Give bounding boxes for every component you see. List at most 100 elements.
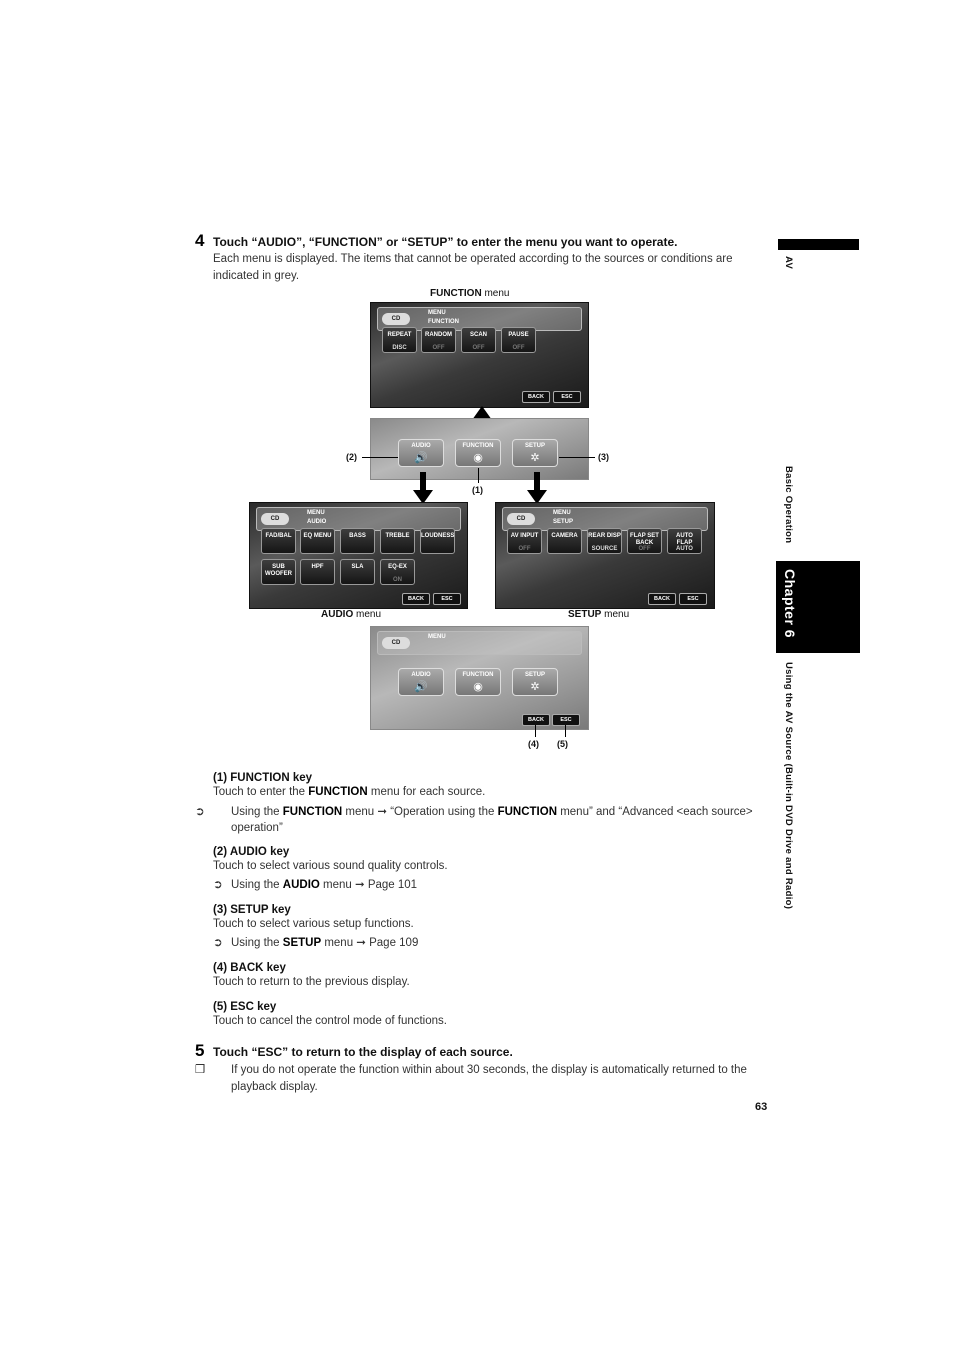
function-menu-screen: CD MENU FUNCTION REPEAT RANDOM SCAN PAUS… — [370, 302, 589, 408]
menu-label: MENU — [307, 510, 325, 516]
key-3-ref: ➲Using the SETUP menu ➞ Page 109 — [213, 935, 769, 952]
random-key[interactable]: RANDOM — [421, 327, 456, 353]
step-5-number: 5 — [195, 1041, 205, 1060]
pause-key[interactable]: PAUSE — [501, 327, 536, 353]
pause-value: OFF — [512, 345, 525, 351]
callout-4: (4) — [528, 739, 539, 749]
leader-line — [478, 468, 479, 483]
back-button[interactable]: BACK — [522, 714, 550, 726]
rear-disp-value: SOURCE — [591, 546, 618, 552]
key-3-heading: (3) SETUP key — [213, 904, 291, 916]
callout-3: (3) — [598, 452, 609, 462]
function-key[interactable]: FUNCTION◉ — [455, 668, 501, 696]
screen-header: CD MENU SETUP — [502, 507, 708, 531]
scan-key[interactable]: SCAN — [461, 327, 496, 353]
key-2-ref: ➲Using the AUDIO menu ➞ Page 101 — [213, 877, 769, 894]
cd-badge: CD — [261, 513, 289, 525]
rear-disp-key[interactable]: REAR DISP — [587, 528, 622, 554]
setup-key[interactable]: SETUP✲ — [512, 668, 558, 696]
step-5-note: ❒If you do not operate the function with… — [195, 1064, 747, 1093]
key-1-section: (1) FUNCTION key Touch to enter the FUNC… — [195, 772, 769, 837]
callout-5: (5) — [557, 739, 568, 749]
speaker-icon: 🔊 — [414, 681, 428, 693]
leader-line — [362, 457, 398, 458]
screen-header: CD MENU — [377, 631, 582, 655]
arrow-bullet-icon: ➲ — [195, 805, 205, 818]
audio-menu-caption: AUDIO menu — [321, 609, 382, 620]
function-menu-caption: FUNCTION menu — [430, 288, 510, 299]
callout-2: (2) — [346, 452, 357, 462]
av-input-key[interactable]: AV INPUT — [507, 528, 542, 554]
hpf-key[interactable]: HPF — [300, 559, 335, 585]
menu-label: MENU — [428, 310, 446, 316]
leader-line — [535, 725, 536, 737]
scan-value: OFF — [472, 345, 485, 351]
cd-badge: CD — [382, 637, 410, 649]
back-button[interactable]: BACK — [648, 593, 676, 605]
key-5-section: (5) ESC key Touch to cancel the control … — [213, 1001, 769, 1030]
chapter-block: Chapter 6 — [776, 561, 860, 653]
repeat-value: DISC — [392, 345, 407, 351]
cd-badge: CD — [507, 513, 535, 525]
callout-1: (1) — [472, 485, 483, 495]
step-4-number: 4 — [195, 231, 205, 250]
eq-menu-key[interactable]: EQ MENU — [300, 528, 335, 554]
arrow-bullet-icon: ➲ — [213, 936, 223, 949]
menu-label: MENU — [553, 510, 571, 516]
av-input-value: OFF — [518, 546, 531, 552]
leader-line — [565, 725, 566, 737]
key-5-heading: (5) ESC key — [213, 1001, 277, 1013]
setup-icon: ✲ — [530, 681, 540, 693]
eq-ex-value: ON — [393, 577, 402, 583]
leader-line — [559, 457, 595, 458]
setup-key[interactable]: SETUP✲ — [512, 439, 558, 467]
setup-menu-screen: CD MENU SETUP AV INPUT CAMERA REAR DISP … — [495, 502, 715, 609]
repeat-key[interactable]: REPEAT — [382, 327, 417, 353]
side-subsection-label: Basic Operation — [783, 466, 794, 544]
back-button[interactable]: BACK — [402, 593, 430, 605]
eq-ex-key[interactable]: EQ-EX — [380, 559, 415, 585]
chapter-label: Chapter 6 — [782, 569, 798, 639]
sla-key[interactable]: SLA — [340, 559, 375, 585]
step-4-body: Each menu is displayed. The items that c… — [213, 253, 733, 282]
key-2-heading: (2) AUDIO key — [213, 846, 290, 858]
esc-button[interactable]: ESC — [552, 714, 580, 726]
cd-icon: ◉ — [473, 681, 483, 693]
sub-woofer-key[interactable]: SUB WOOFER — [261, 559, 296, 585]
random-value: OFF — [432, 345, 445, 351]
treble-key[interactable]: TREBLE — [380, 528, 415, 554]
key-4-section: (4) BACK key Touch to return to the prev… — [213, 962, 769, 991]
page-number: 63 — [755, 1101, 768, 1113]
function-key[interactable]: FUNCTION◉ — [455, 439, 501, 467]
bass-key[interactable]: BASS — [340, 528, 375, 554]
side-tab-top-bar — [778, 239, 859, 250]
flap-set-back-value: OFF — [638, 546, 651, 552]
loudness-key[interactable]: LOUDNESS — [420, 528, 455, 554]
side-title-label: Using the AV Source (Built-in DVD Drive … — [783, 662, 794, 910]
esc-button[interactable]: ESC — [679, 593, 707, 605]
key-3-section: (3) SETUP key Touch to select various se… — [213, 904, 769, 951]
side-section-label: AV — [783, 256, 794, 270]
audio-menu-screen: CD MENU AUDIO FAD/BAL EQ MENU BASS TREBL… — [249, 502, 468, 609]
audio-key[interactable]: AUDIO🔊 — [398, 668, 444, 696]
setup-sub-label: SETUP — [553, 519, 574, 525]
key-5-desc: Touch to cancel the control mode of func… — [213, 1015, 447, 1027]
fad-bal-key[interactable]: FAD/BAL — [261, 528, 296, 554]
setup-menu-caption: SETUP menu — [568, 609, 630, 620]
back-button[interactable]: BACK — [522, 391, 550, 403]
esc-button[interactable]: ESC — [553, 391, 581, 403]
main-menu-screen-bottom: CD MENU AUDIO🔊 FUNCTION◉ SETUP✲ BACK ESC — [370, 626, 589, 730]
auto-flap-key[interactable]: AUTO FLAP — [667, 528, 702, 554]
setup-icon: ✲ — [530, 452, 540, 464]
cd-icon: ◉ — [473, 452, 483, 464]
main-menu-screen-top: AUDIO🔊 FUNCTION◉ SETUP✲ — [370, 418, 589, 480]
key-2-section: (2) AUDIO key Touch to select various so… — [213, 846, 769, 893]
auto-flap-value: AUTO — [676, 546, 693, 552]
step-4-heading: Touch “AUDIO”, “FUNCTION” or “SETUP” to … — [213, 235, 678, 249]
esc-button[interactable]: ESC — [433, 593, 461, 605]
audio-key[interactable]: AUDIO🔊 — [398, 439, 444, 467]
function-sub-label: FUNCTION — [428, 319, 459, 325]
key-3-desc: Touch to select various setup functions. — [213, 918, 414, 930]
flap-set-back-key[interactable]: FLAP SET BACK — [627, 528, 662, 554]
camera-key[interactable]: CAMERA — [547, 528, 582, 554]
